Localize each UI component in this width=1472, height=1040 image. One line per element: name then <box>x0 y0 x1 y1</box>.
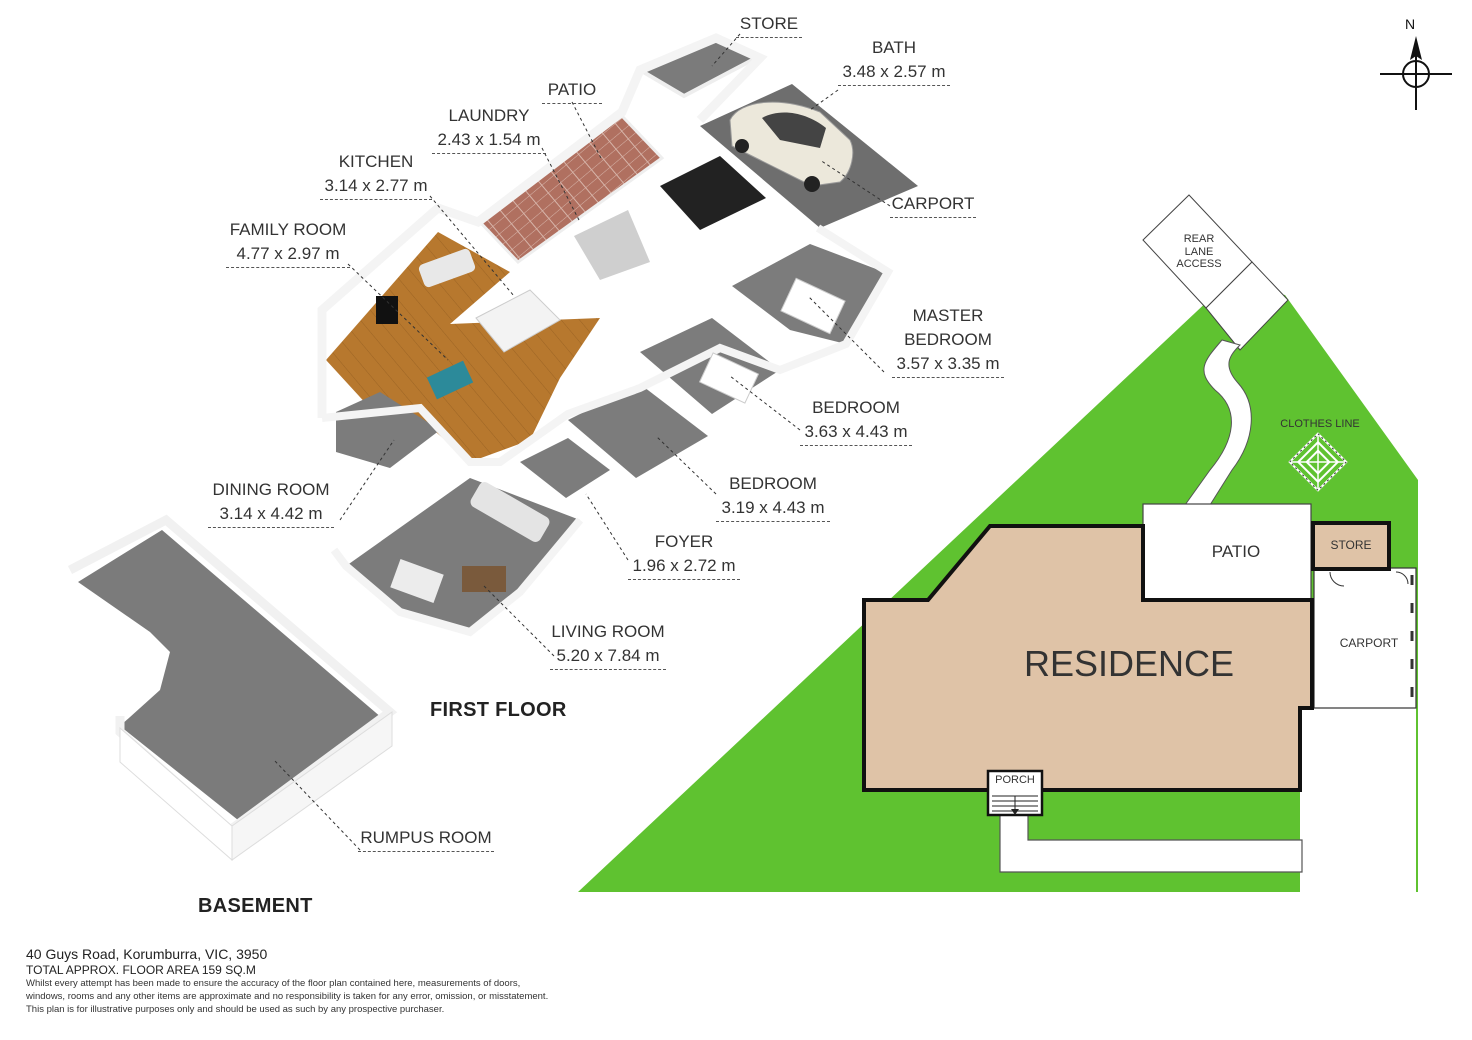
patio-name: PATIO <box>542 78 602 104</box>
label-rumpus-room: RUMPUS ROOM <box>358 826 494 852</box>
site-residence <box>862 524 1314 792</box>
kitchen-dim: 3.14 x 2.77 m <box>320 174 432 200</box>
site-patio-label: PATIO <box>1211 542 1261 561</box>
label-dining-room: DINING ROOM 3.14 x 4.42 m <box>208 478 334 528</box>
label-foyer: FOYER 1.96 x 2.72 m <box>628 530 740 580</box>
living-room-floor <box>346 478 580 632</box>
site-residence-label: RESIDENCE <box>1024 643 1235 684</box>
fireplace-icon <box>376 296 398 324</box>
foyer-name: FOYER <box>654 532 714 551</box>
site-driveway <box>1300 708 1416 892</box>
label-master-bedroom: MASTER BEDROOM 3.57 x 3.35 m <box>892 304 1004 378</box>
label-family-room: FAMILY ROOM 4.77 x 2.97 m <box>226 218 350 268</box>
living-sofa-icon <box>470 482 550 542</box>
bath-name: BATH <box>871 38 917 57</box>
site-clothes-line-label: CLOTHES LINE <box>1280 418 1360 430</box>
footer: 40 Guys Road, Korumburra, VIC, 3950 TOTA… <box>26 946 616 1016</box>
rumpus-room-floor <box>78 530 382 820</box>
family-room-name: FAMILY ROOM <box>229 220 347 239</box>
north-arrow-icon <box>1380 36 1452 110</box>
family-room-dim: 4.77 x 2.97 m <box>226 242 350 268</box>
site-clothes-line <box>1288 432 1348 492</box>
site-porch-label: PORCH <box>995 774 1035 786</box>
site-patio <box>1142 503 1312 601</box>
laundry-name: LAUNDRY <box>448 106 530 125</box>
label-bedroom-2: BEDROOM 3.19 x 4.43 m <box>716 472 830 522</box>
bed-icon-bedroom <box>698 352 760 404</box>
bath-floor <box>660 156 766 230</box>
site-rear-path <box>1205 261 1289 351</box>
kitchen-name: KITCHEN <box>338 152 414 171</box>
floor-area: TOTAL APPROX. FLOOR AREA 159 SQ.M <box>26 963 256 977</box>
bedroom-1-dim: 3.63 x 4.43 m <box>800 420 912 446</box>
site-rear-lane-line1: REAR <box>1183 233 1215 245</box>
disclaimer-line-1: Whilst every attempt has been made to en… <box>26 978 521 989</box>
basement-title: BASEMENT <box>198 895 313 917</box>
dining-room-name: DINING ROOM <box>212 480 330 499</box>
first-floor-walls <box>317 33 768 418</box>
master-bedroom-name-2: BEDROOM <box>904 330 992 349</box>
bath-dim: 3.48 x 2.57 m <box>838 60 950 86</box>
bedroom-2-name: BEDROOM <box>729 474 817 493</box>
label-carport: CARPORT <box>890 192 976 218</box>
foyer-dim: 1.96 x 2.72 m <box>628 554 740 580</box>
living-room-name: LIVING ROOM <box>551 622 665 641</box>
site-rear-lane-line2: LANE <box>1184 245 1214 258</box>
label-store: STORE <box>736 12 802 38</box>
laundry-dim: 2.43 x 1.54 m <box>432 128 546 154</box>
site-carport-label: CARPORT <box>1339 636 1399 650</box>
bedroom-2-floor <box>568 384 708 478</box>
bedroom-2-dim: 3.19 x 4.43 m <box>716 496 830 522</box>
site-rear-lane-label: REAR LANE ACCESS <box>1166 233 1232 271</box>
site-carport-area <box>1313 567 1417 709</box>
first-floor-title: FIRST FLOOR <box>430 699 567 721</box>
label-living-room: LIVING ROOM 5.20 x 7.84 m <box>550 620 666 670</box>
label-kitchen: KITCHEN 3.14 x 2.77 m <box>320 150 432 200</box>
site-store <box>1311 521 1391 571</box>
dining-table-icon <box>426 360 474 400</box>
store-name: STORE <box>736 12 802 38</box>
master-bedroom-name-1: MASTER <box>912 306 984 325</box>
site-store-label: STORE <box>1330 538 1372 552</box>
master-bedroom-dim: 3.57 x 3.35 m <box>892 352 1004 378</box>
disclaimer-line-3: This plan is for illustrative purposes o… <box>26 1004 445 1015</box>
label-laundry: LAUNDRY 2.43 x 1.54 m <box>432 104 546 154</box>
property-address: 40 Guys Road, Korumburra, VIC, 3950 <box>26 946 268 962</box>
laundry-floor <box>574 210 650 280</box>
label-patio: PATIO <box>542 78 602 104</box>
disclaimer-line-2: windows, rooms and any other items are a… <box>26 991 549 1002</box>
kitchen-bench <box>475 289 561 353</box>
car-icon <box>729 101 854 192</box>
rumpus-room-name: RUMPUS ROOM <box>358 826 494 852</box>
bed-icon-master <box>780 277 846 335</box>
coffee-table-icon <box>462 566 506 592</box>
bedroom-1-name: BEDROOM <box>812 398 900 417</box>
north-label: N <box>1405 16 1416 32</box>
living-chair-icon <box>390 559 444 603</box>
dining-room-dim: 3.14 x 4.42 m <box>208 502 334 528</box>
living-room-dim: 5.20 x 7.84 m <box>550 644 666 670</box>
leader-lines <box>273 33 891 851</box>
label-bedroom-1: BEDROOM 3.63 x 4.43 m <box>800 396 912 446</box>
site-rear-lane-line3: ACCESS <box>1176 258 1222 270</box>
sofa-icon <box>418 248 476 288</box>
label-bath: BATH 3.48 x 2.57 m <box>838 36 950 86</box>
carport-name: CARPORT <box>890 192 976 218</box>
foyer-floor <box>520 438 610 498</box>
